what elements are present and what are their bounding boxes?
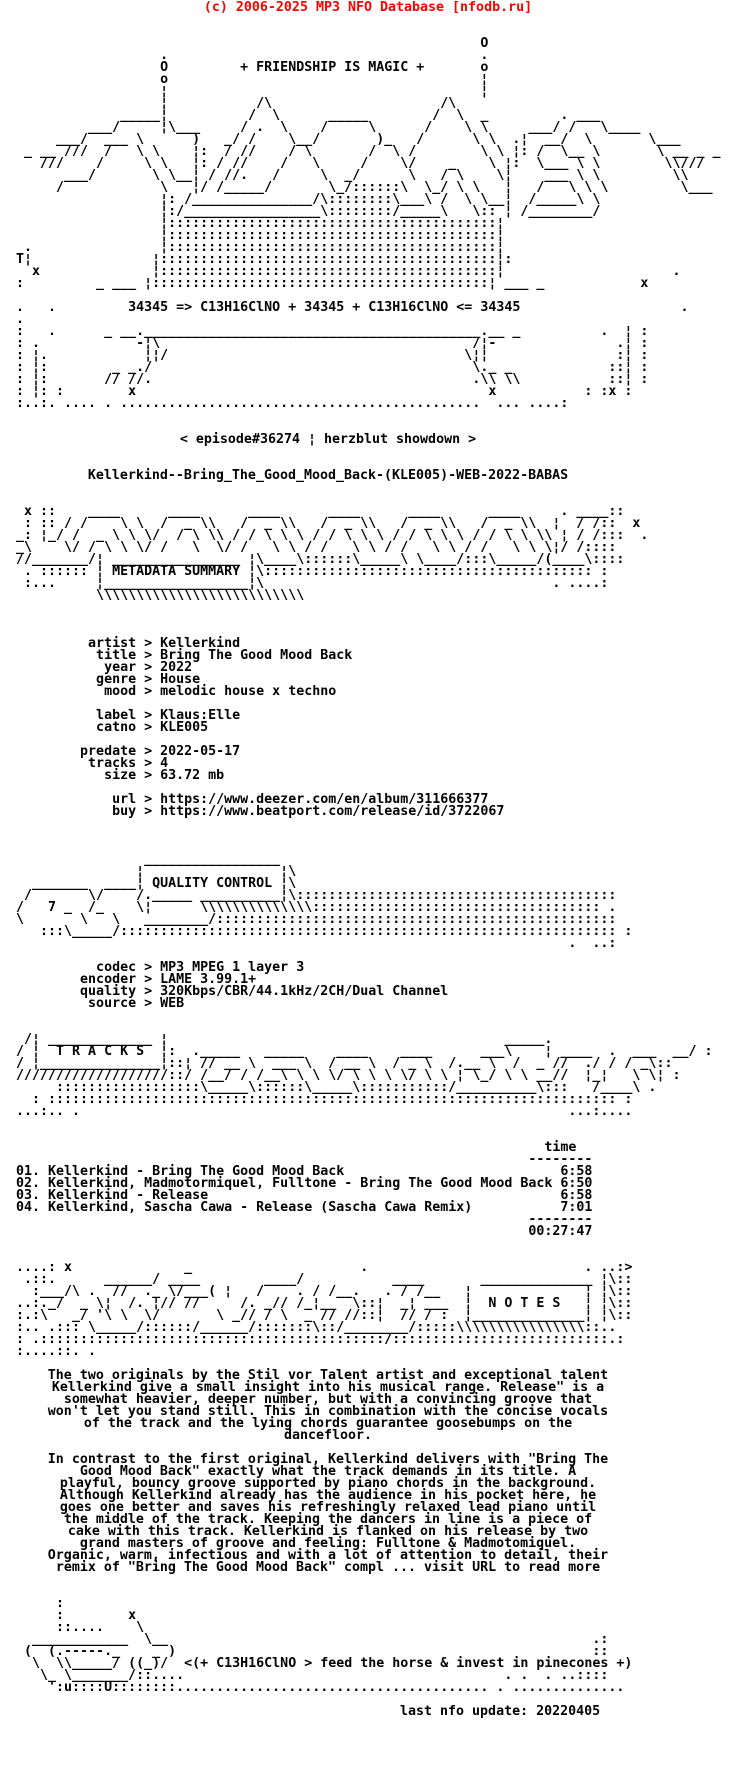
notes-paragraph-1: The two originals by the Stil vor Talent… xyxy=(47,1368,609,1443)
metadata-summary-banner-art: x :: ____ ____ ____ ____ ____ ____ . ___… xyxy=(16,504,649,603)
episode-line: < episode#36274 ¦ herzblut showdown > xyxy=(179,432,477,447)
release-name: Kellerkind--Bring_The_Good_Mood_Back-(KL… xyxy=(87,468,569,483)
site-copyright-link[interactable]: (c) 2006-2025 MP3 NFO Database [nfodb.ru… xyxy=(203,0,533,15)
quality-fields: codec > MP3 MPEG 1 layer 3 encoder > LAM… xyxy=(80,960,449,1011)
tracks-banner-art: /¦ _____________ ¦ _____. / ¦ T R A C K … xyxy=(16,1032,713,1119)
footer-ascii-art: : : x ::.... \ ____________ \__ .: ( (.-… xyxy=(24,1596,633,1695)
notes-paragraph-2: In contrast to the first original, Kelle… xyxy=(47,1452,609,1575)
nfo-page: (c) 2006-2025 MP3 NFO Database [nfodb.ru… xyxy=(0,0,736,1719)
metadata-fields: artist > Kellerkind title > Bring The Go… xyxy=(80,636,505,819)
quality-control-banner-art: _________________ ¦ ¦\ _______ ____¦ QUA… xyxy=(16,852,633,951)
last-update: last nfo update: 20220405 xyxy=(400,1704,601,1719)
header-ascii-art: O . . O + FRIENDSHIP IS MAGIC + o o ¦ xyxy=(16,36,721,411)
notes-banner-art: ....: x _ . . ..:> .::. ______/ ____ ___… xyxy=(16,1260,633,1359)
track-list: time -------- 01. Kellerkind - Bring The… xyxy=(16,1140,593,1239)
